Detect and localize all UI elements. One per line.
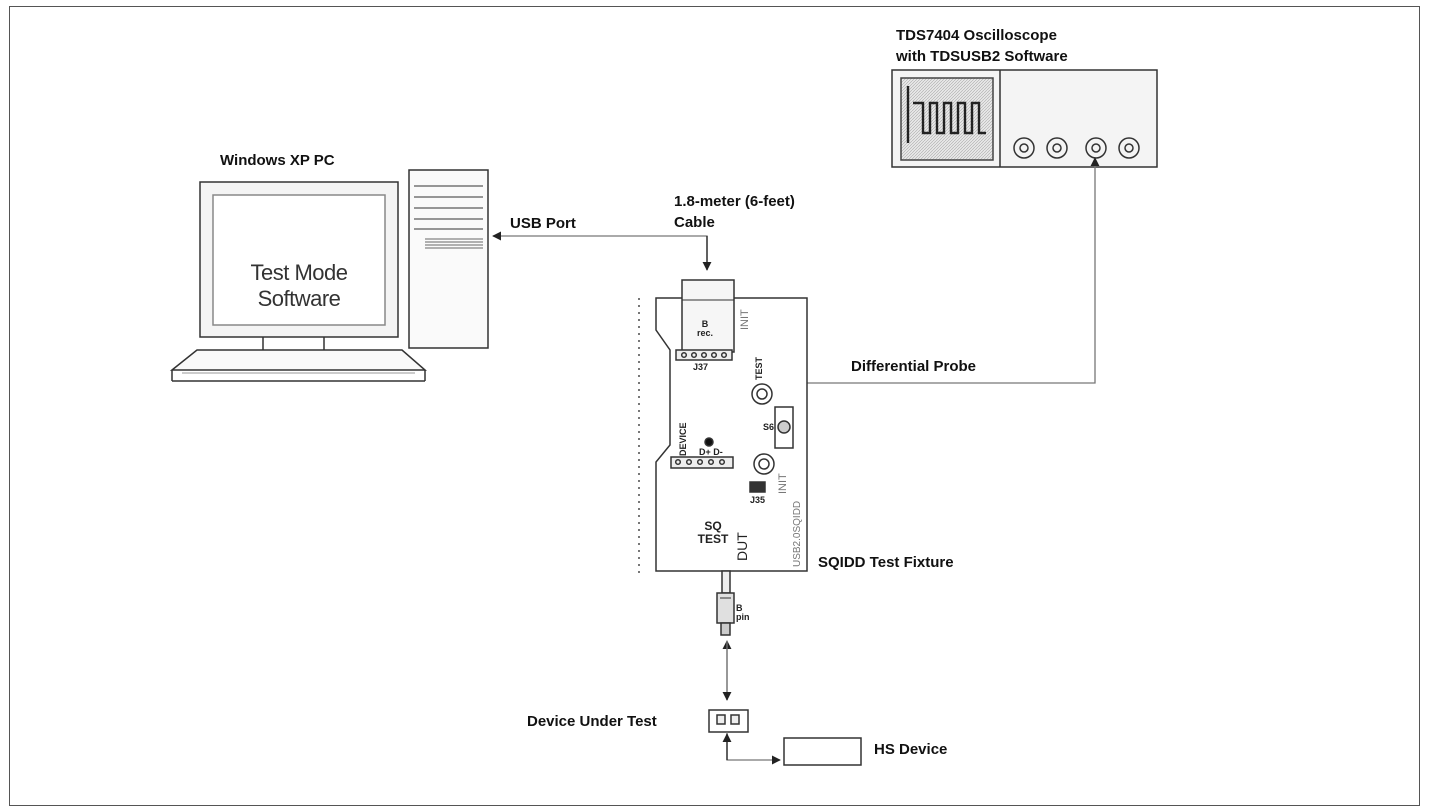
b-pin-label: B pin: [736, 603, 750, 622]
device-under-test: [708, 709, 749, 733]
j37-label: J37: [693, 362, 709, 372]
fixture-label: SQIDD Test Fixture: [818, 554, 954, 571]
screen-text-line1: Test Mode: [250, 260, 349, 285]
init-bottom-label: INIT: [777, 473, 789, 494]
pc-tower: [408, 169, 489, 349]
d-pins-label: D+ D-: [699, 447, 723, 457]
scope-label-line1: TDS7404 Oscilloscope: [896, 27, 1057, 44]
b-rec-label: B rec.: [697, 319, 714, 338]
dut-label: Device Under Test: [527, 713, 657, 730]
screen-text-line2: Software: [257, 286, 341, 311]
init-top-label: INIT: [739, 309, 751, 330]
usb-port-label: USB Port: [510, 215, 576, 232]
scope-label-line2: with TDSUSB2 Software: [896, 48, 1068, 65]
cable-label-line1: 1.8-meter (6-feet): [674, 193, 795, 210]
test-label: TEST: [754, 356, 764, 380]
device-label: DEVICE: [678, 422, 688, 456]
sqidd-test-fixture: [638, 279, 808, 636]
cable-label-line2: Cable: [674, 214, 715, 231]
oscilloscope: [891, 69, 1158, 168]
hs-device: [783, 737, 862, 766]
usb-code-label: USB2.0SQIDD: [792, 500, 803, 567]
hs-device-cable: [722, 732, 781, 765]
differential-probe-label: Differential Probe: [851, 358, 977, 375]
usb-cable: [492, 231, 712, 271]
sq-test-label: SQ TEST: [697, 519, 729, 546]
pc-title: Windows XP PC: [220, 152, 335, 169]
monitor: [169, 181, 428, 382]
dut-board-label: DUT: [734, 532, 750, 561]
hs-device-label: HS Device: [874, 741, 948, 758]
s6-label: S6: [763, 422, 775, 432]
j35-label: J35: [750, 495, 766, 505]
